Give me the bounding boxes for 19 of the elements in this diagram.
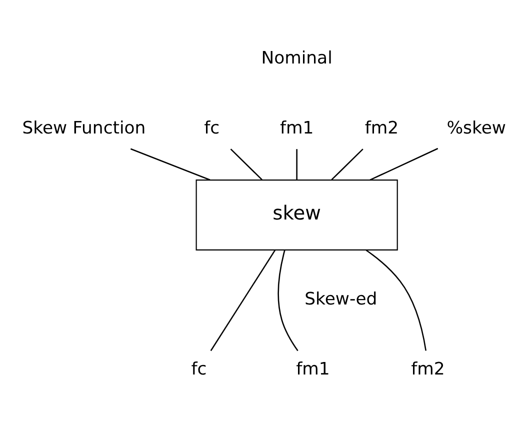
label: Skew-ed [304, 290, 378, 310]
connector [366, 250, 427, 351]
connector [130, 148, 210, 181]
label: Nominal [261, 48, 332, 69]
node-text: fc [191, 359, 207, 380]
connector [370, 148, 438, 181]
node-text: Skew Function [22, 118, 146, 139]
node-text: fm1 [296, 359, 330, 380]
node-text: fm2 [364, 118, 399, 139]
connector [331, 148, 364, 180]
connector [296, 149, 298, 180]
node-text: fm1 [280, 118, 314, 139]
node-box: skew [196, 180, 398, 250]
node-text: %skew [446, 118, 506, 139]
connector [230, 148, 262, 180]
node-text: fc [204, 118, 220, 139]
connector [210, 250, 276, 352]
connector [278, 250, 298, 352]
node-text: fm2 [411, 359, 445, 380]
